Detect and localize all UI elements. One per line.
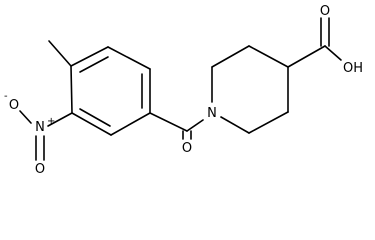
acid-carbon-bond [287,45,326,68]
pip-bond-c3-c4 [248,45,289,68]
ring-bond-c5-c6 [71,112,112,136]
ring-bond-c1-c2 [70,46,109,67]
acid-oxygen-label: O [320,4,330,19]
pip-bond-c6-n [220,116,250,134]
carbonyl-to-nitrogen-bond [186,119,204,132]
ring-double-bond-inner-1 [79,56,109,73]
acid-hydroxyl-bond [324,45,342,61]
ring-double-bond-inner-3 [79,108,111,127]
piperidine-nitrogen-label: N [207,106,217,121]
nitro-nitrogen-charge: + [47,116,55,127]
chemical-structure-diagram: O N O OH N + O - O [4,4,363,176]
nitro-oxygen-single-label: O [9,98,19,113]
carbonyl-oxygen-label: O [182,141,192,156]
ring-bond-c4-c5 [110,112,151,136]
ring-bond-c6-c1 [70,65,73,114]
ring-to-carbonyl-bond [149,112,188,132]
nitro-oxygen-double-label: O [35,162,45,176]
ring-bond-c2-c3 [107,46,151,70]
nitro-oxygen-charge: - [4,91,8,102]
nitro-to-oxygen-single-bond [19,110,32,124]
nitro-nitrogen-label: N [35,120,45,135]
pip-bond-c5-c6 [248,111,289,134]
piperidine-ring [211,45,289,134]
methyl-bond [48,40,72,67]
benzene-ring [70,46,151,136]
ring-to-nitro-bond [47,112,73,127]
pip-bond-c2-c3 [211,45,250,68]
acid-hydroxyl-label: OH [343,61,363,76]
